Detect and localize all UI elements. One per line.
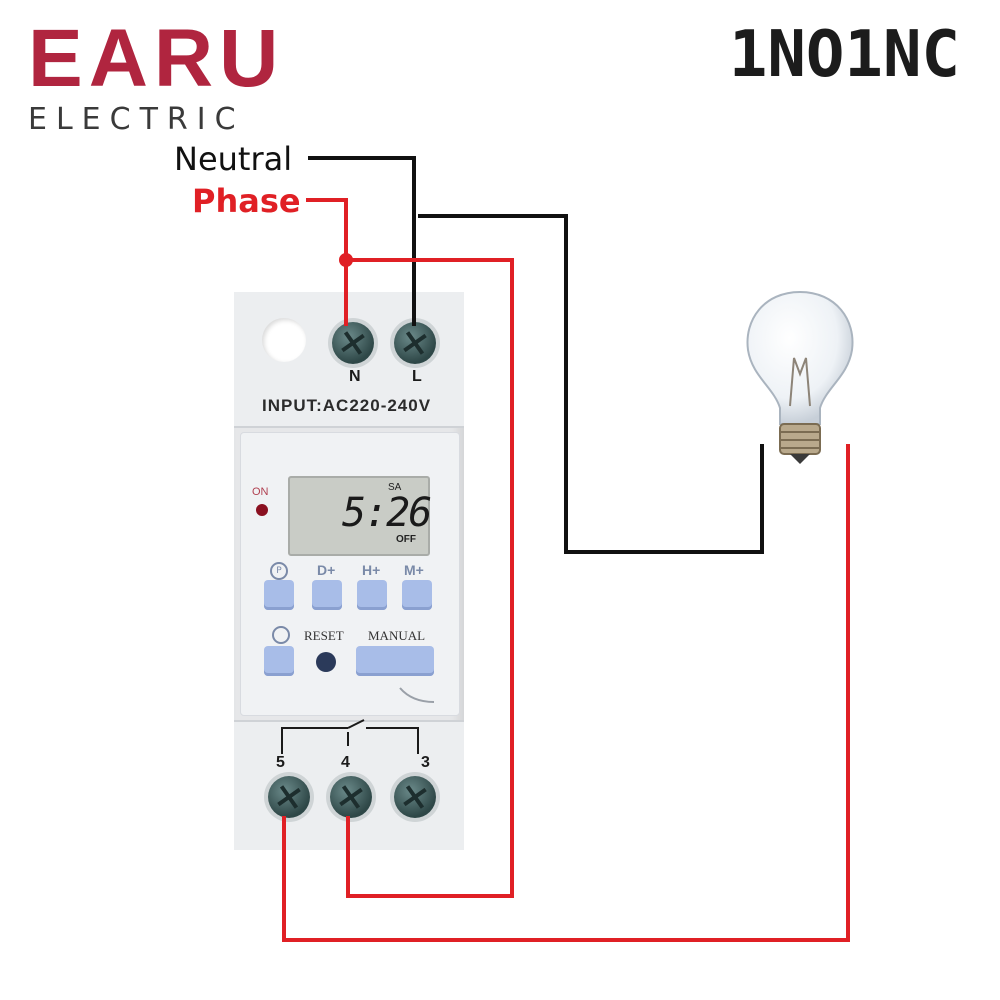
lcd-display — [288, 476, 430, 556]
clock-button[interactable] — [264, 646, 294, 676]
phase-junction — [339, 253, 353, 267]
reset-label: RESET — [304, 628, 344, 643]
screw-terminal-icon — [332, 322, 374, 364]
light-bulb-icon — [746, 290, 854, 464]
lamp-phase-wire — [282, 444, 850, 942]
neutral-label: Neutral — [174, 140, 293, 178]
clock-icon — [272, 626, 290, 644]
display-state: OFF — [396, 534, 416, 545]
brand-subtitle: ELECTRIC — [28, 102, 245, 137]
reset-button[interactable] — [316, 652, 336, 672]
button-label-h-plus: H+ — [362, 562, 381, 578]
terminal-hole — [262, 318, 306, 362]
hand-press-icon — [399, 687, 435, 703]
program-button[interactable] — [264, 580, 294, 610]
phase-label: Phase — [192, 182, 301, 220]
button-label-m-plus: M+ — [404, 562, 424, 578]
screw-terminal-icon — [268, 776, 310, 818]
phase-bridge-wire — [346, 258, 514, 898]
display-mode: SA — [388, 482, 402, 493]
contact-configuration: 1NO1NC — [728, 18, 960, 92]
hour-plus-button[interactable] — [357, 580, 387, 610]
terminal-label-5: 5 — [276, 754, 285, 771]
brand-logo: EARU ELECTRIC — [28, 13, 285, 138]
manual-button[interactable] — [356, 646, 434, 676]
minute-plus-button[interactable] — [402, 580, 432, 610]
indicator-led — [256, 504, 268, 516]
indicator-label: ON — [252, 486, 269, 498]
input-rating: INPUT:AC220-240V — [262, 396, 432, 415]
screw-terminal-icon — [394, 322, 436, 364]
screw-terminal-icon — [330, 776, 372, 818]
terminal-label-3: 3 — [421, 754, 430, 771]
neutral-wire — [308, 156, 416, 326]
phase-input-wire — [306, 198, 348, 326]
terminal-label-n: N — [349, 368, 361, 385]
brand-name: EARU — [28, 13, 285, 104]
button-label-d-plus: D+ — [317, 562, 336, 578]
program-icon: P — [270, 562, 288, 580]
display-time: 5:26 — [342, 490, 432, 536]
day-plus-button[interactable] — [312, 580, 342, 610]
terminal-label-l: L — [412, 368, 422, 385]
relay-contact-symbol — [281, 719, 419, 754]
manual-label: MANUAL — [368, 628, 426, 643]
lamp-neutral-wire — [418, 214, 764, 554]
terminal-label-4: 4 — [341, 754, 350, 771]
screw-terminal-icon — [394, 776, 436, 818]
